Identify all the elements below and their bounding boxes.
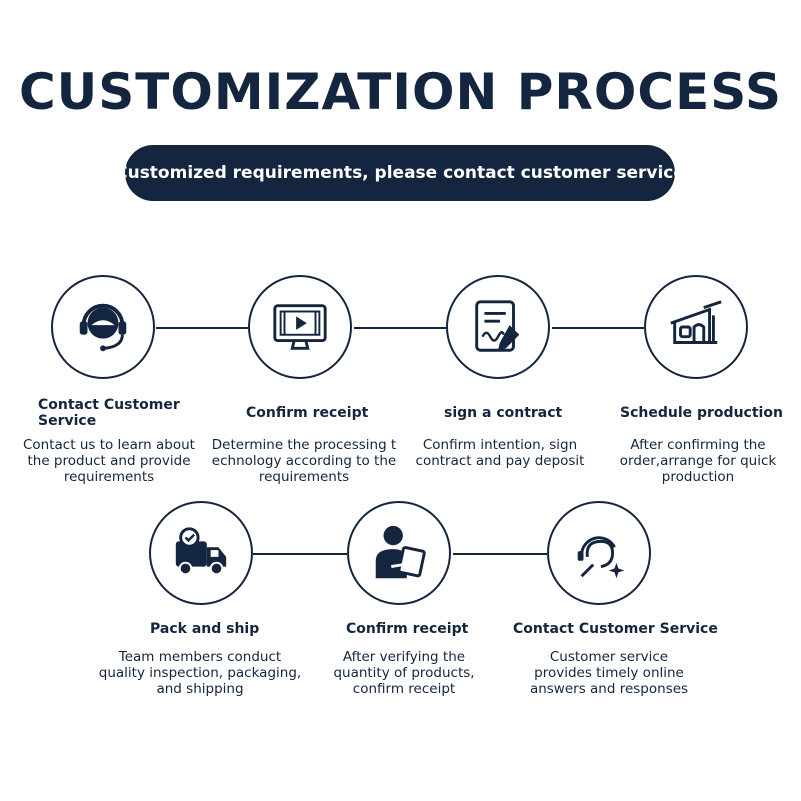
step-4-title: Schedule production bbox=[620, 405, 783, 421]
step-7-circle bbox=[547, 501, 651, 605]
step-5-circle bbox=[149, 501, 253, 605]
step-5-title: Pack and ship bbox=[150, 621, 260, 637]
person-tablet-icon bbox=[375, 525, 426, 579]
factory-icon bbox=[670, 300, 722, 344]
contract-pen-icon bbox=[475, 300, 520, 352]
connector-line bbox=[156, 327, 248, 329]
step-1-desc: Contact us to learn about the product an… bbox=[23, 437, 195, 485]
contact-banner: Customized requirements, please contact … bbox=[115, 145, 685, 201]
step-1-circle bbox=[51, 275, 155, 379]
page-title: CUSTOMIZATION PROCESS bbox=[18, 63, 783, 121]
connector-line bbox=[354, 327, 446, 329]
step-7-title: Contact Customer Service bbox=[513, 621, 718, 637]
connector-line bbox=[453, 553, 547, 555]
connector-line bbox=[253, 553, 347, 555]
delivery-truck-icon bbox=[175, 527, 227, 576]
step-3-circle bbox=[446, 275, 550, 379]
step-4-circle bbox=[644, 275, 748, 379]
contact-banner-label: Customized requirements, please contact … bbox=[115, 163, 685, 183]
step-2-title: Confirm receipt bbox=[246, 405, 369, 421]
step-6-circle bbox=[347, 501, 451, 605]
step-2-desc: Determine the processing t echnology acc… bbox=[211, 437, 397, 485]
headset-agent-icon bbox=[79, 303, 127, 352]
connector-line bbox=[552, 327, 644, 329]
monitor-play-icon bbox=[273, 304, 327, 350]
step-3-desc: Confirm intention, sign contract and pay… bbox=[415, 437, 585, 469]
step-1-title: Contact Customer Service bbox=[38, 397, 180, 429]
step-4-desc: After confirming the order,arrange for q… bbox=[619, 437, 777, 485]
support-agent-sparkle-icon bbox=[577, 536, 625, 579]
step-7-desc: Customer service provides timely online … bbox=[529, 649, 689, 697]
step-6-desc: After verifying the quantity of products… bbox=[333, 649, 475, 697]
step-2-circle bbox=[248, 275, 352, 379]
step-3-title: sign a contract bbox=[444, 405, 563, 421]
step-5-desc: Team members conduct quality inspection,… bbox=[98, 649, 302, 697]
step-6-title: Confirm receipt bbox=[346, 621, 469, 637]
